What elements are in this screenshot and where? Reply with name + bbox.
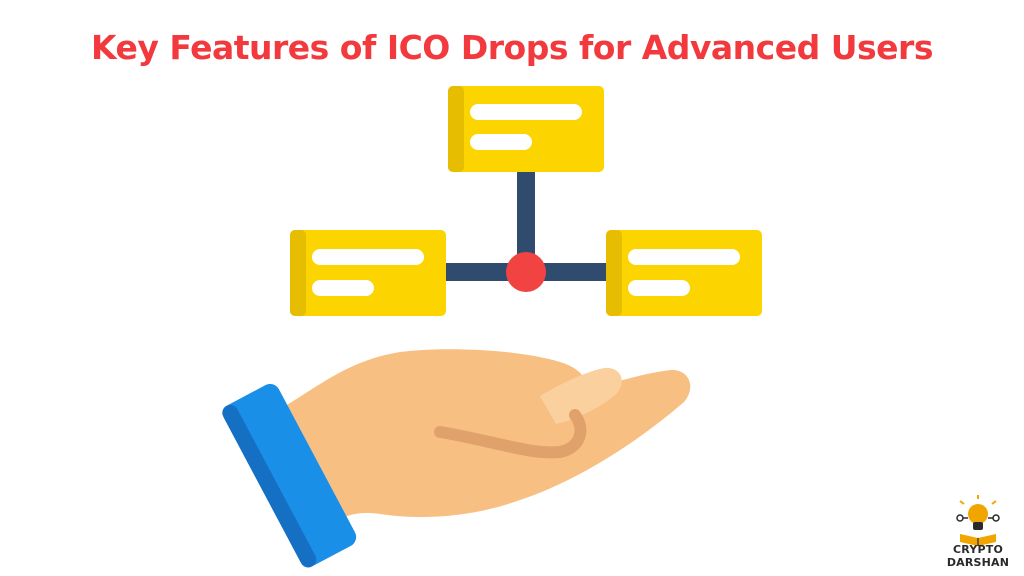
- card-text-line: [628, 280, 690, 296]
- card-text-line: [470, 134, 532, 150]
- open-hand-icon: [222, 349, 691, 568]
- connector-vertical: [517, 170, 535, 276]
- node-card-right: [606, 230, 762, 316]
- logo-text-darshan: DARSHAN: [946, 556, 1010, 569]
- node-card-left: [290, 230, 446, 316]
- logo-text-crypto: CRYPTO: [952, 543, 1004, 556]
- card-text-line: [470, 104, 582, 120]
- lightbulb-icon: [956, 495, 1000, 530]
- hub-node: [506, 252, 546, 292]
- node-card-top: [448, 86, 604, 172]
- page-title: Key Features of ICO Drops for Advanced U…: [91, 28, 933, 67]
- card-text-line: [628, 249, 740, 265]
- sleeve-cuff: [222, 383, 357, 568]
- card-text-line: [312, 280, 374, 296]
- card-text-line: [312, 249, 424, 265]
- crypto-darshan-logo: [956, 495, 1000, 546]
- book-icon: [960, 534, 996, 546]
